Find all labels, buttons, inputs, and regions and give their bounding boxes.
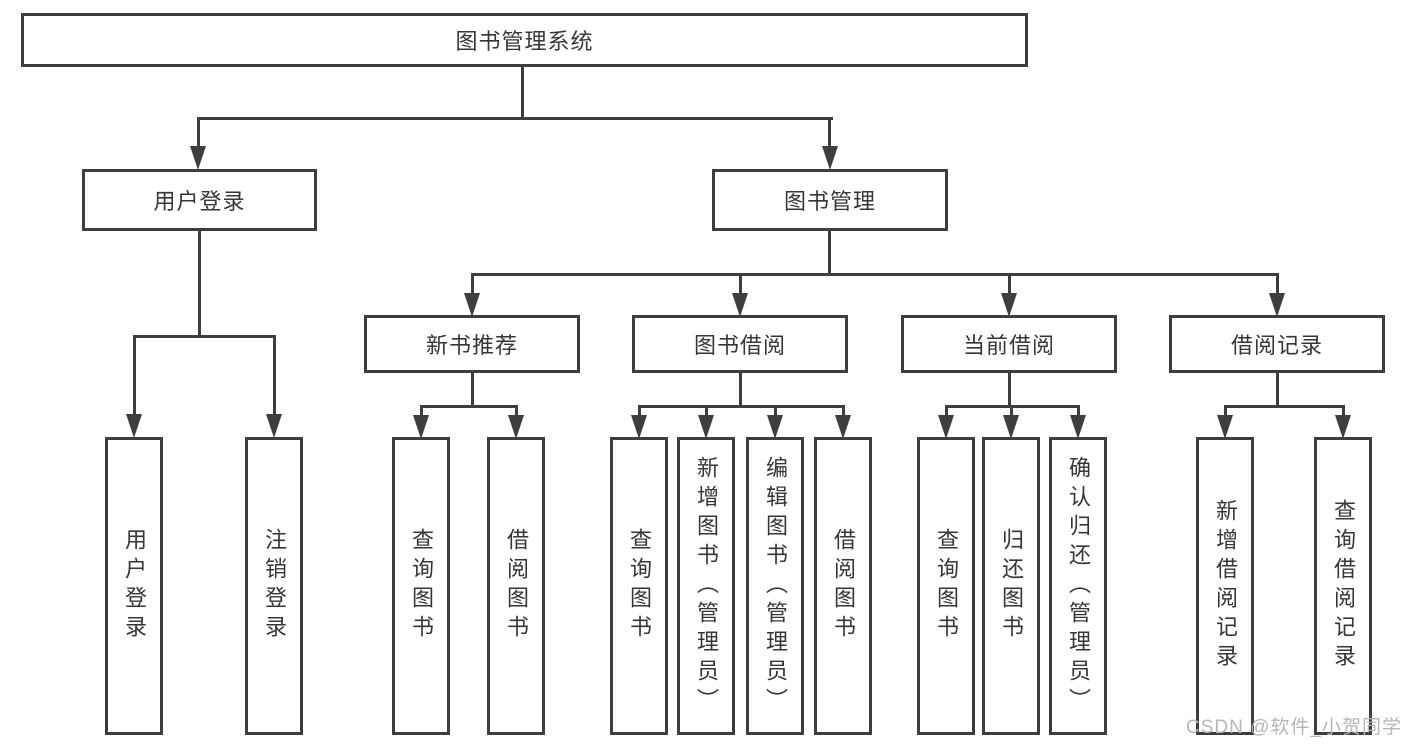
connector-level1-rail: [197, 117, 833, 120]
connector-borrow-records-rail: [1224, 405, 1344, 408]
leaf-confirm-return-admin: 确认归还（管理员）: [1049, 437, 1107, 735]
leaf-borrow-books-recommend: 借阅图书: [487, 437, 545, 735]
arrow-down-leaf: [1335, 415, 1351, 439]
leaf-return-books-label: 归还图书: [999, 528, 1024, 644]
leaf-query-books-current: 查询图书: [917, 437, 975, 735]
leaf-add-borrow-record-label: 新增借阅记录: [1213, 499, 1238, 673]
arrow-down-book-borrow: [732, 293, 748, 317]
connector-drop-leaf: [1077, 405, 1080, 421]
node-borrow-records-label: 借阅记录: [1230, 333, 1323, 358]
connector-drop-logout-leaf: [273, 335, 276, 417]
connector-book-mgmt-stem: [828, 231, 831, 275]
connector-current-borrow-stem: [1008, 373, 1011, 407]
connector-new-book-rail: [420, 405, 517, 408]
arrow-down-user-login: [190, 146, 206, 170]
node-new-book-recommend-label: 新书推荐: [425, 333, 518, 358]
node-user-login-label: 用户登录: [153, 189, 246, 214]
connector-drop-leaf: [638, 405, 641, 421]
watermark: CSDN @软件_小贺同学: [1186, 717, 1402, 738]
connector-drop-leaf: [842, 405, 845, 421]
arrow-down-leaf: [835, 415, 851, 439]
leaf-confirm-return-admin-label: 确认归还（管理员）: [1066, 455, 1091, 717]
connector-borrow-records-stem: [1276, 373, 1279, 407]
arrow-down-leaf: [1070, 415, 1086, 439]
node-root-label: 图书管理系统: [455, 29, 594, 54]
leaf-user-login: 用户登录: [105, 437, 163, 735]
leaf-return-books: 归还图书: [982, 437, 1040, 735]
leaf-borrow-books-label: 借阅图书: [831, 528, 856, 644]
arrow-down-leaf: [508, 415, 524, 439]
leaf-add-books-admin: 新增图书（管理员）: [677, 437, 735, 735]
arrow-down-current-borrow: [1001, 293, 1017, 317]
arrow-down-leaf: [1217, 415, 1233, 439]
connector-root-stem: [521, 67, 524, 120]
arrow-down-leaf: [938, 415, 954, 439]
node-borrow-records: 借阅记录: [1169, 315, 1385, 373]
leaf-query-books-recommend: 查询图书: [392, 437, 450, 735]
leaf-query-books-borrow: 查询图书: [610, 437, 668, 735]
leaf-query-books-current-label: 查询图书: [934, 528, 959, 644]
connector-drop-current-borrow: [1008, 273, 1011, 297]
arrow-down-leaf: [631, 415, 647, 439]
connector-drop-leaf: [945, 405, 948, 421]
leaf-user-login-label: 用户登录: [122, 528, 147, 644]
arrow-down-borrow-records: [1269, 293, 1285, 317]
connector-drop-book-mgmt: [828, 117, 831, 150]
arrow-down-leaf: [698, 415, 714, 439]
leaf-query-borrow-record-label: 查询借阅记录: [1331, 499, 1356, 673]
connector-drop-user-login: [197, 117, 200, 150]
connector-drop-leaf: [774, 405, 777, 421]
leaf-edit-books-admin-label: 编辑图书（管理员）: [763, 455, 788, 717]
node-user-login: 用户登录: [82, 169, 317, 231]
connector-book-borrow-rail: [638, 405, 844, 408]
node-book-management: 图书管理: [712, 169, 948, 231]
connector-book-borrow-stem: [739, 373, 742, 407]
leaf-logout-login-label: 注销登录: [262, 528, 287, 644]
connector-drop-leaf: [1342, 405, 1345, 421]
connector-drop-new-book: [471, 273, 474, 297]
node-book-management-label: 图书管理: [783, 189, 876, 214]
node-current-borrow-label: 当前借阅: [962, 333, 1055, 358]
arrow-down-leaf: [1003, 415, 1019, 439]
connector-drop-leaf: [705, 405, 708, 421]
connector-drop-borrow-records: [1276, 273, 1279, 297]
arrow-down-login-leaf: [126, 414, 142, 438]
connector-drop-leaf: [420, 405, 423, 421]
node-current-borrow: 当前借阅: [901, 315, 1117, 373]
connector-drop-leaf: [1224, 405, 1227, 421]
leaf-borrow-books-recommend-label: 借阅图书: [504, 528, 529, 644]
node-root-library-system: 图书管理系统: [21, 13, 1028, 67]
connector-new-book-stem: [471, 373, 474, 407]
connector-drop-leaf: [515, 405, 518, 421]
node-book-borrow: 图书借阅: [632, 315, 848, 373]
connector-drop-leaf: [1010, 405, 1013, 421]
connector-user-login-stem: [198, 231, 201, 337]
leaf-query-books-recommend-label: 查询图书: [409, 528, 434, 644]
leaf-add-borrow-record: 新增借阅记录: [1196, 437, 1254, 735]
arrow-down-new-book: [464, 293, 480, 317]
arrow-down-leaf: [413, 415, 429, 439]
leaf-logout-login: 注销登录: [245, 437, 303, 735]
leaf-query-books-borrow-label: 查询图书: [627, 528, 652, 644]
connector-drop-book-borrow: [739, 273, 742, 297]
arrow-down-book-mgmt: [822, 146, 838, 170]
connector-user-login-rail: [133, 335, 276, 338]
leaf-query-borrow-record: 查询借阅记录: [1314, 437, 1372, 735]
leaf-edit-books-admin: 编辑图书（管理员）: [746, 437, 804, 735]
connector-drop-login-leaf: [133, 335, 136, 417]
leaf-add-books-admin-label: 新增图书（管理员）: [694, 455, 719, 717]
node-book-borrow-label: 图书借阅: [693, 333, 786, 358]
connector-book-mgmt-rail: [471, 273, 1279, 276]
leaf-borrow-books: 借阅图书: [814, 437, 872, 735]
arrow-down-logout-leaf: [266, 414, 282, 438]
arrow-down-leaf: [767, 415, 783, 439]
node-new-book-recommend: 新书推荐: [364, 315, 580, 373]
